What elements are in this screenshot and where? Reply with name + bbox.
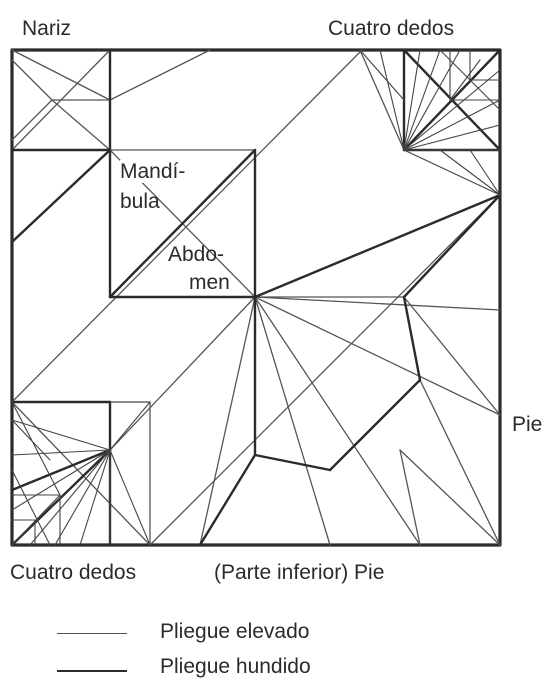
- mountain-fold-swatch: [57, 633, 127, 634]
- nose-label: Nariz: [22, 17, 71, 40]
- four-toes-top-label: Cuatro dedos: [328, 17, 454, 40]
- bottom-foot-label: (Parte inferior) Pie: [214, 561, 384, 584]
- abdomen-label-1: Abdo-: [168, 243, 224, 266]
- four-toes-bottom-label: Cuatro dedos: [10, 561, 136, 584]
- mandible-label-2: bula: [120, 190, 160, 213]
- crease-lines: [12, 50, 500, 545]
- mountain-fold-label: Pliegue elevado: [160, 620, 309, 643]
- valley-fold-label: Pliegue hundido: [160, 655, 311, 678]
- foot-right-label: Pie: [512, 413, 542, 436]
- mandible-label-1: Mandí-: [120, 160, 185, 183]
- valley-fold-swatch: [57, 670, 127, 672]
- abdomen-label-2: men: [189, 271, 230, 294]
